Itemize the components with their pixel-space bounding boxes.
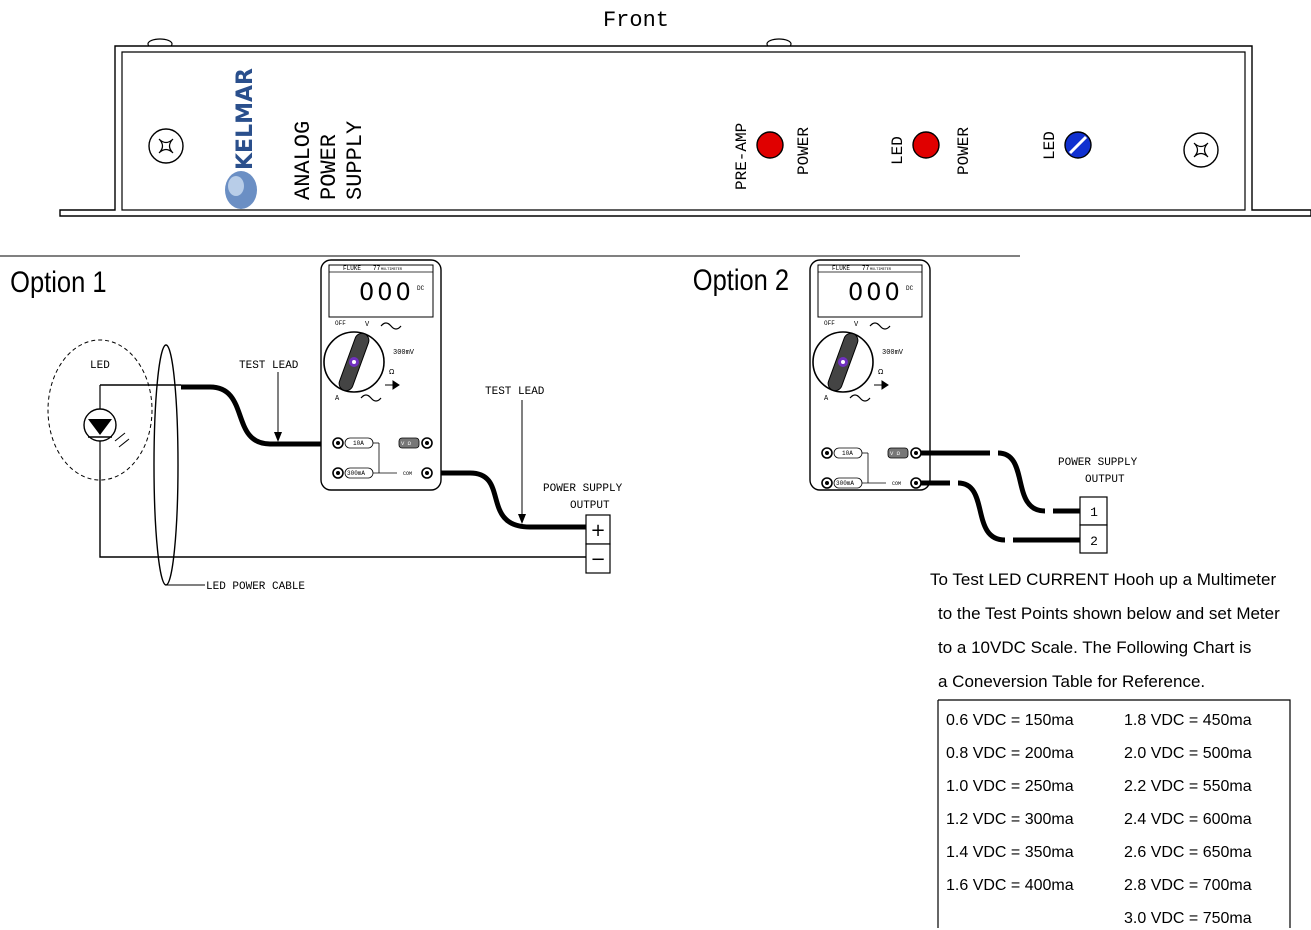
table-right-6: 3.0 VDC = 750ma: [1124, 910, 1252, 927]
screw-right-icon: [1183, 132, 1219, 168]
meter-display: 000: [359, 278, 414, 306]
preamp-label: PRE-AMP: [733, 123, 751, 190]
test-lead-label-left: TEST LEAD: [239, 360, 299, 372]
led-power-indicator-icon: [912, 131, 940, 159]
led-symbol-outline: [47, 339, 153, 481]
preamp-power-led-icon: [756, 131, 784, 159]
jack-10a-label: 10A: [353, 440, 364, 447]
option1-output-label-2: OUTPUT: [570, 500, 610, 512]
meter2-brand: FLUKE: [832, 265, 850, 272]
option2-output-label-1: POWER SUPPLY: [1058, 457, 1138, 469]
instructions: To Test LED CURRENT Hooh up a Multimeter…: [930, 570, 1280, 691]
meter2-mv: 300mV: [882, 349, 904, 357]
kelmar-logo: KELMAR: [225, 68, 258, 209]
meter2-a: A: [824, 395, 829, 403]
meter-off: OFF: [335, 320, 346, 327]
led-diode-icon: [83, 385, 130, 470]
meter2-model: 77: [862, 265, 870, 272]
option1-diagram: Option 1 LED TEST LEAD TEST LEAD POWER: [10, 259, 623, 593]
screw-left-icon: [148, 128, 184, 164]
meter2-jack-com-label: COM: [892, 481, 901, 487]
table-right-4: 2.6 VDC = 650ma: [1124, 844, 1252, 861]
meter2-ohm: Ω: [878, 368, 884, 376]
product-line-3: SUPPLY: [343, 121, 368, 200]
table-left-1: 0.8 VDC = 200ma: [946, 745, 1074, 762]
meter-v: V: [365, 321, 370, 329]
terminal-plus: +: [590, 520, 605, 541]
led-adjust-label: LED: [1041, 131, 1059, 160]
meter2-display: 000: [848, 278, 903, 306]
meter2-jack-10a-label: 10A: [842, 450, 853, 457]
preamp-label-2: POWER: [795, 127, 813, 175]
table-left-5: 1.6 VDC = 400ma: [946, 877, 1074, 894]
table-right-5: 2.8 VDC = 700ma: [1124, 877, 1252, 894]
led-label: LED: [90, 360, 110, 372]
table-left-4: 1.4 VDC = 350ma: [946, 844, 1074, 861]
jack-com-label: COM: [403, 471, 412, 477]
meter-dc: DC: [417, 285, 425, 292]
meter-mv: 300mV: [393, 349, 415, 357]
product-line-2: POWER: [317, 134, 342, 200]
meter2-model-sub: MULTIMETER: [870, 268, 892, 272]
panel-title: Front: [603, 8, 669, 33]
option2-title: Option 2: [693, 263, 789, 296]
instruction-line-1: To Test LED CURRENT Hooh up a Multimeter: [930, 570, 1276, 589]
product-line-1: ANALOG: [291, 121, 316, 200]
table-left-2: 1.0 VDC = 250ma: [946, 778, 1074, 795]
test-lead-label-right: TEST LEAD: [485, 386, 545, 398]
instruction-line-2: to the Test Points shown below and set M…: [938, 604, 1280, 623]
table-right-1: 2.0 VDC = 500ma: [1124, 745, 1252, 762]
led-power-label: LED: [889, 136, 907, 165]
option1-output-label-1: POWER SUPPLY: [543, 483, 623, 495]
meter-model: 77: [373, 265, 381, 272]
meter-a: A: [335, 395, 340, 403]
option1-title: Option 1: [10, 265, 106, 298]
meter2-v: V: [854, 321, 859, 329]
instruction-line-4: a Coneversion Table for Reference.: [938, 672, 1205, 691]
table-left-0: 0.6 VDC = 150ma: [946, 712, 1074, 729]
meter-ohm: Ω: [389, 368, 395, 376]
multimeter-1: FLUKE 77 MULTIMETER 000 DC OFF V 300mV Ω…: [320, 259, 442, 491]
meter-brand: FLUKE: [343, 265, 361, 272]
table-right-3: 2.4 VDC = 600ma: [1124, 811, 1252, 828]
logo-wordmark: KELMAR: [233, 68, 258, 170]
led-adjust-pot-icon[interactable]: [1064, 131, 1092, 159]
meter-model-sub: MULTIMETER: [381, 268, 403, 272]
led-power-label-2: POWER: [955, 127, 973, 175]
option2-output-label-2: OUTPUT: [1085, 474, 1125, 486]
table-right-2: 2.2 VDC = 550ma: [1124, 778, 1252, 795]
meter2-dc: DC: [906, 285, 914, 292]
led-power-cable-oval: [153, 344, 179, 586]
front-panel: Front KELMAR ANALOG POWER SUPPLY PRE-AMP…: [59, 8, 1311, 217]
option2-diagram: Option 2 FLUKE 77 MULTIMETER 000 DC OFF …: [693, 259, 1138, 554]
table-left-3: 1.2 VDC = 300ma: [946, 811, 1074, 828]
meter2-jack-v-label: V Ω: [890, 450, 901, 457]
meter2-off: OFF: [824, 320, 835, 327]
jack-v-label: V Ω: [401, 440, 412, 447]
conversion-table: 0.6 VDC = 150ma 0.8 VDC = 200ma 1.0 VDC …: [937, 699, 1291, 928]
terminal-2: 2: [1090, 534, 1098, 549]
terminal-minus: −: [590, 549, 605, 570]
cable-label: LED POWER CABLE: [206, 581, 305, 593]
terminal-1: 1: [1090, 505, 1098, 520]
meter2-jack-300ma-label: 300mA: [836, 480, 854, 487]
jack-300ma-label: 300mA: [347, 470, 365, 477]
table-right-0: 1.8 VDC = 450ma: [1124, 712, 1252, 729]
instruction-line-3: to a 10VDC Scale. The Following Chart is: [938, 638, 1251, 657]
multimeter-2: FLUKE 77 MULTIMETER 000 DC OFF V 300mV Ω…: [809, 259, 931, 491]
